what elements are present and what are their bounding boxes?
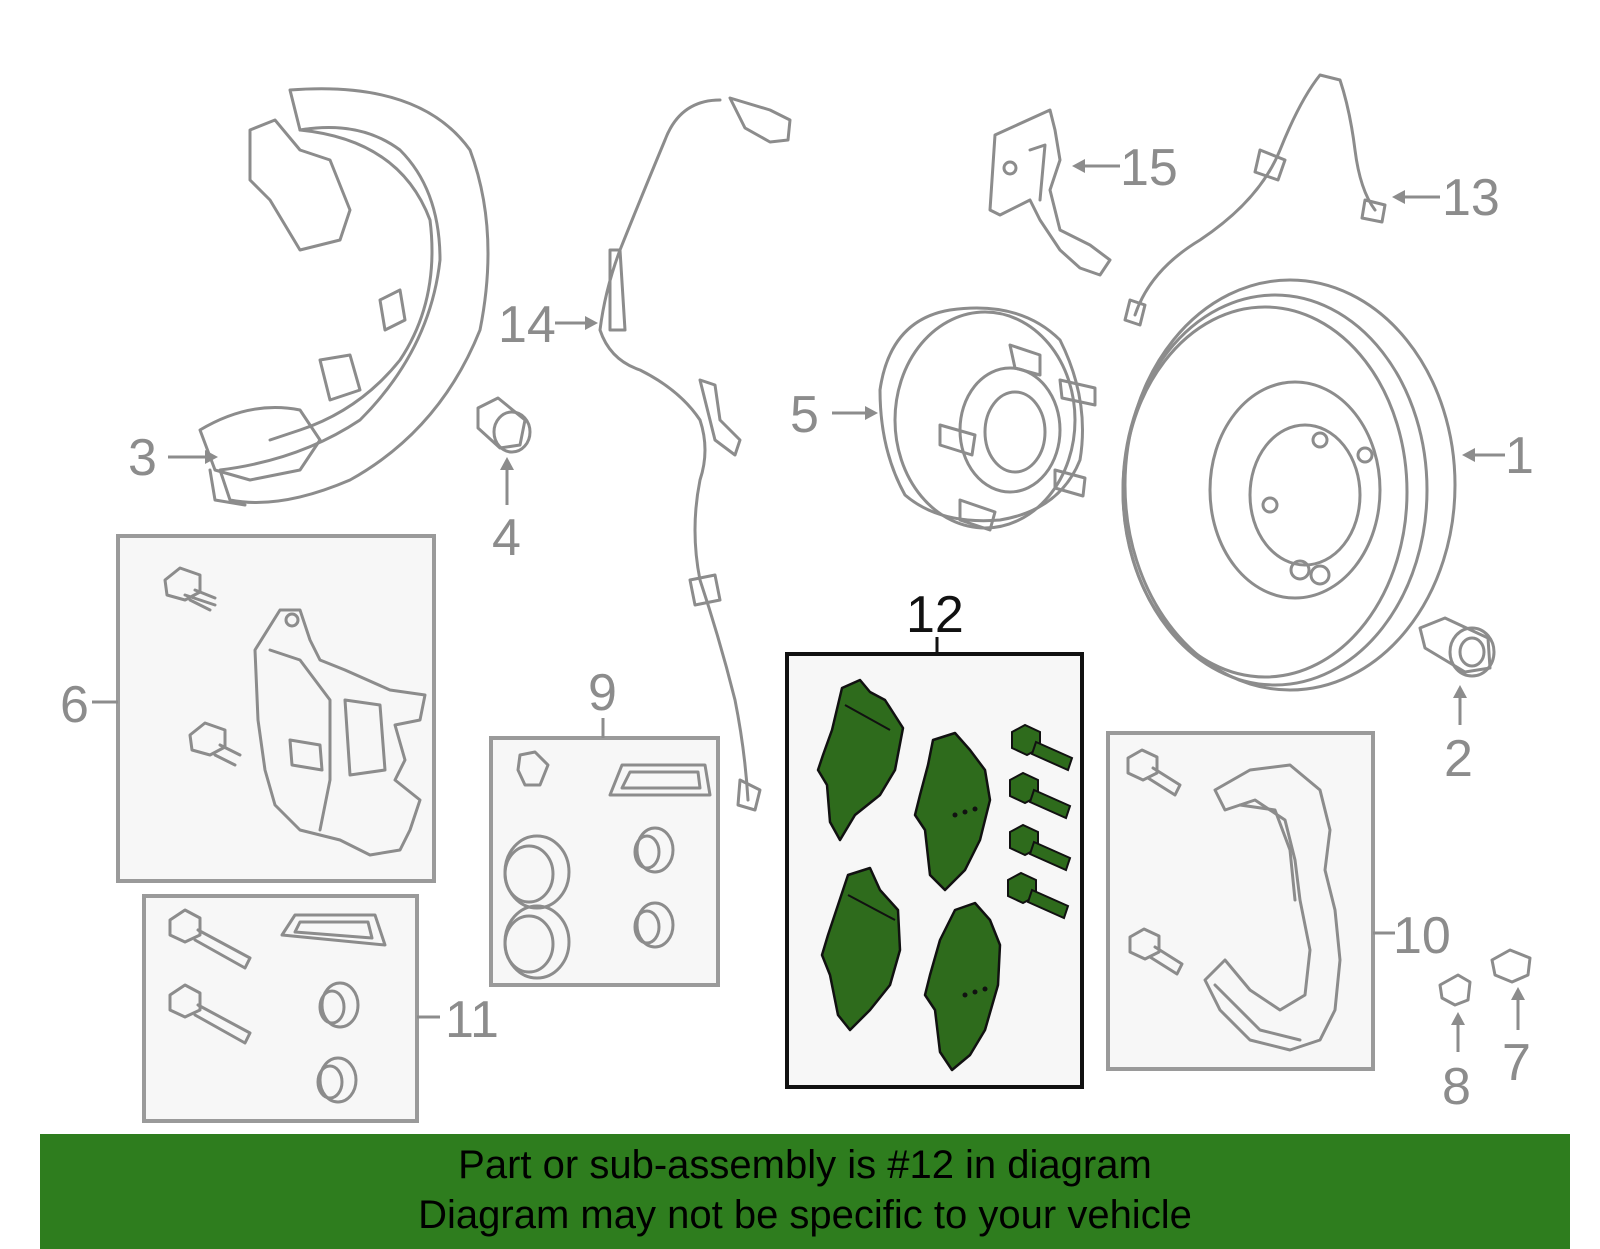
label-10: 10 [1393, 907, 1451, 965]
part-7-bleeder-cap[interactable] [1490, 948, 1532, 984]
part-5-wheel-hub[interactable] [878, 306, 1097, 532]
leader-13 [1392, 190, 1440, 204]
part-12-pad-2[interactable] [913, 731, 992, 892]
part-13-sensor-wire[interactable] [1123, 73, 1387, 327]
info-banner: Part or sub-assembly is #12 in diagram D… [40, 1134, 1570, 1249]
label-12: 12 [906, 586, 964, 644]
part-12-bolt-2[interactable] [1009, 771, 1072, 820]
box-11-guide-pin-kit [142, 894, 419, 1123]
part-15-bracket[interactable] [988, 108, 1112, 277]
part-8-cap[interactable] [1438, 973, 1472, 1007]
label-4: 4 [492, 509, 521, 567]
label-9: 9 [588, 664, 617, 722]
part-2-lug-nut[interactable] [1418, 616, 1496, 678]
label-1: 1 [1505, 427, 1534, 485]
part-12-pad-1[interactable] [816, 678, 905, 842]
part-9-contents[interactable] [503, 750, 712, 980]
part-10-bolt-upper[interactable] [1126, 748, 1182, 797]
leader-14 [555, 316, 598, 330]
banner-line-2: Diagram may not be specific to your vehi… [418, 1193, 1192, 1237]
part-4-bolt[interactable] [476, 396, 532, 454]
part-6-bolt-upper[interactable] [163, 566, 217, 612]
part-10-bracket[interactable] [1203, 763, 1342, 1052]
label-13: 13 [1442, 169, 1500, 227]
leader-15 [1072, 159, 1120, 173]
part-12-bolt-1[interactable] [1011, 723, 1074, 772]
part-12-bolt-3[interactable] [1009, 823, 1072, 872]
part-12-pad-4[interactable] [923, 901, 1002, 1072]
part-12-bolt-4[interactable] [1007, 871, 1070, 920]
label-15: 15 [1120, 139, 1178, 197]
leader-7 [1511, 987, 1525, 1030]
leader-3 [168, 450, 218, 464]
part-12-pad-3[interactable] [820, 866, 902, 1032]
part-14-abs-sensor[interactable] [598, 96, 792, 812]
label-5: 5 [790, 386, 819, 444]
part-6-bolt-lower[interactable] [188, 721, 242, 767]
leader-4 [500, 457, 514, 505]
box-9-seal-kit [489, 736, 720, 987]
part-6-caliper[interactable] [253, 608, 427, 857]
label-6: 6 [60, 676, 89, 734]
part-11-contents[interactable] [168, 908, 387, 1104]
banner-line-1: Part or sub-assembly is #12 in diagram [458, 1143, 1152, 1187]
box-10-caliper-bracket-kit [1106, 731, 1375, 1071]
label-14: 14 [498, 296, 556, 354]
label-3: 3 [128, 429, 157, 487]
label-8: 8 [1442, 1058, 1471, 1116]
leader-8 [1451, 1012, 1465, 1052]
label-11: 11 [445, 991, 499, 1049]
label-2: 2 [1444, 730, 1473, 788]
part-3-dust-shield[interactable] [198, 87, 490, 507]
label-7: 7 [1502, 1034, 1531, 1092]
leader-5 [832, 406, 878, 420]
leader-2 [1453, 685, 1467, 725]
part-1-brake-rotor[interactable] [1121, 278, 1457, 692]
part-10-bolt-lower[interactable] [1128, 927, 1184, 976]
leader-1 [1462, 448, 1505, 462]
